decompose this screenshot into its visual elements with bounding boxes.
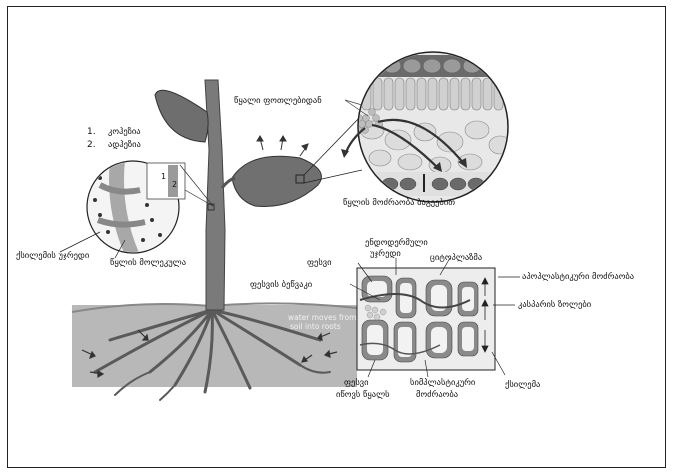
legend-item-2-number: 2. <box>87 140 96 150</box>
label-root: ფესვი <box>307 258 332 269</box>
label-water-movement-stomata: წყლის მოძრაობა ბაგეებით <box>343 198 455 209</box>
legend-item-1-number: 1. <box>87 127 96 137</box>
legend-item-1-cohesion: კოჰეზია <box>108 127 141 138</box>
soil-note-line1: water moves from <box>288 313 356 322</box>
inset-number-2: 2 <box>172 180 177 189</box>
label-endodermis-line1: ენდოდერმული <box>365 238 428 249</box>
soil-note-line2: soil into roots <box>290 322 341 331</box>
label-root-hair: ფესვის ბეწვაკი <box>250 280 312 291</box>
label-water-from-leaves: წყალი ფოთლებიდან <box>234 96 322 107</box>
label-cytoplasm: ციტოპლაზმა <box>430 253 482 264</box>
label-apoplast-movement: აპოპლასტიკური მოძრაობა <box>522 272 634 283</box>
upper-leaf <box>155 90 208 142</box>
transpiration-arrows <box>257 136 308 156</box>
label-root-absorbs-line2: იწოვს წყალს <box>336 390 390 401</box>
inset-number-box <box>147 163 185 199</box>
label-water-molecule: წყლის მოლეკულა <box>110 258 186 269</box>
right-leaf <box>232 156 321 206</box>
label-symplast-line1: სიმპლასტიკური <box>410 378 475 389</box>
label-casparian-strips: კასპარის ზოლები <box>518 300 591 311</box>
label-symplast-line2: მოძრაობა <box>416 390 458 401</box>
root-tissue-panel <box>357 268 495 370</box>
label-endodermis-line2: უჯრედი <box>370 249 401 260</box>
label-xylem-vessel: ქსილემის უჯრედი <box>16 251 89 262</box>
leaf-cross-section <box>341 52 515 202</box>
inset-number-1: 1 <box>161 172 166 181</box>
legend-item-2-adhesion: ადჰეზია <box>108 140 141 151</box>
label-xylem: ქსილემა <box>505 380 540 391</box>
label-root-absorbs-line1: ფესვი <box>344 378 369 389</box>
cohesion-inset <box>87 160 214 255</box>
